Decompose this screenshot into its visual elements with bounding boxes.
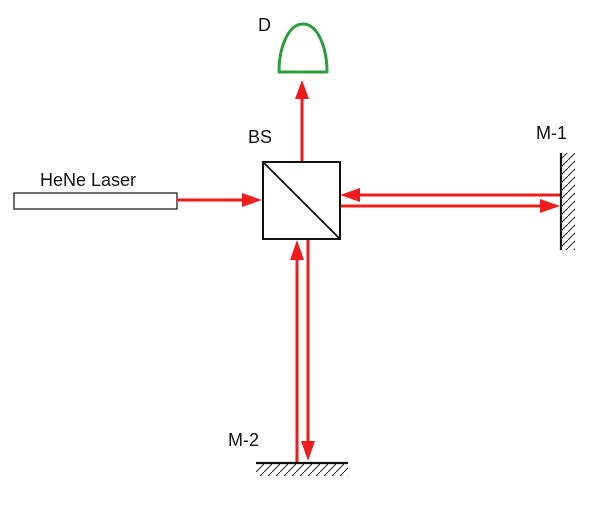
detector-icon	[277, 22, 329, 74]
arrowhead-to-detector	[295, 80, 309, 99]
beam-splitter-label: BS	[248, 127, 272, 147]
arrowhead-laser-to-bs	[242, 193, 262, 207]
mirror-2-hatch	[256, 463, 348, 476]
arrowhead-to-m2	[301, 441, 315, 461]
arrowhead-from-m1	[340, 188, 360, 202]
arrowhead-from-m2	[290, 240, 304, 260]
laser-body	[13, 192, 178, 210]
mirror-1-label: M-1	[536, 123, 567, 143]
arrowhead-to-m1	[540, 199, 560, 213]
detector-label: D	[258, 15, 271, 35]
mirror-1-hatch	[561, 153, 575, 250]
laser-label: HeNe Laser	[40, 170, 136, 190]
mirror-2-label: M-2	[228, 430, 259, 450]
beam-splitter-diagonal	[262, 161, 341, 240]
